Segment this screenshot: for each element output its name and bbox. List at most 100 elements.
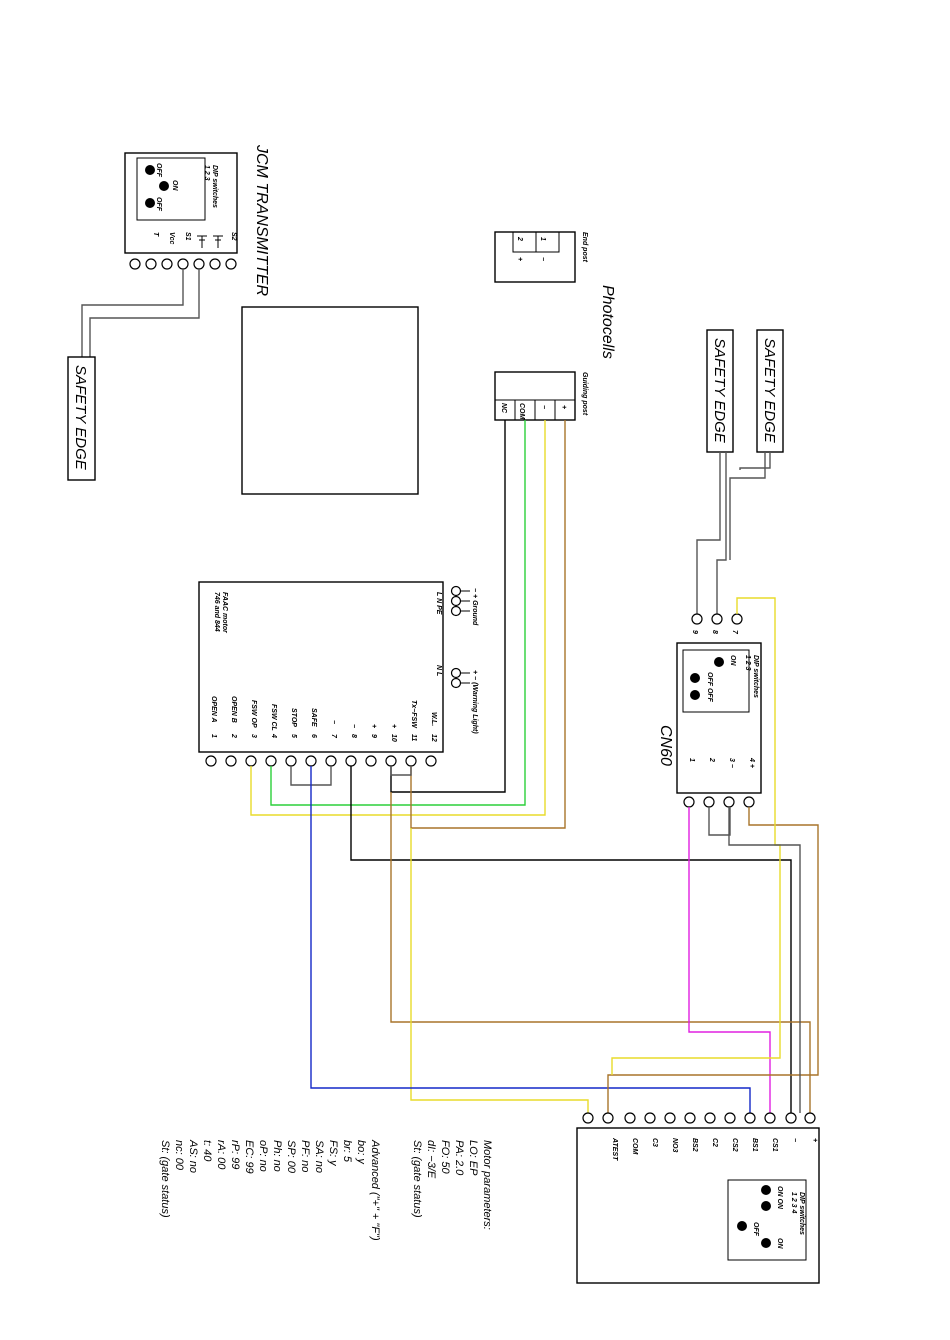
jcm-safety-edge-wire <box>81 269 184 357</box>
svg-text:OPEN B: OPEN B <box>230 696 237 723</box>
param-line: St: (gate status) <box>411 1140 423 1218</box>
svg-text:7: 7 <box>731 630 738 635</box>
jcm-dip-on: ON <box>171 180 178 191</box>
svg-text:5: 5 <box>290 734 297 738</box>
param-line: Ph: no <box>271 1140 283 1172</box>
safety-edge-label: SAFETY EDGE <box>761 338 778 444</box>
jcm-transmitter-title: JCM TRANSMITTER <box>253 144 270 297</box>
motor-parameters: Motor parameters: LO: EP PA: 2.0 FO: 50 … <box>159 1139 493 1241</box>
svg-text:746 and 844: 746 and 844 <box>213 592 220 632</box>
svg-text:ON ON: ON ON <box>776 1186 783 1210</box>
svg-text:NC: NC <box>500 403 507 414</box>
svg-text:6: 6 <box>310 734 317 738</box>
svg-text:C3: C3 <box>651 1138 658 1147</box>
svg-text:CS2: CS2 <box>731 1138 738 1152</box>
ground-symbol-icon <box>197 235 207 248</box>
svg-text:FAAC motor: FAAC motor <box>221 592 228 634</box>
motor-terminals <box>205 755 437 767</box>
svg-text:4: 4 <box>270 733 277 738</box>
controller-board: DIP switches 1 2 3 4 ON ON OFF ON + − CS… <box>576 1112 820 1284</box>
svg-text:1: 1 <box>539 237 546 241</box>
cn60-dip-switch-block <box>682 649 750 713</box>
controller-terminals <box>582 1112 816 1124</box>
svg-text:−: − <box>540 405 547 409</box>
svg-text:SAFE: SAFE <box>310 708 317 727</box>
svg-text:COM: COM <box>518 403 525 420</box>
safety-edge-cn60-wire <box>696 452 721 614</box>
faac-motor-board: FAAC motor 746 and 844 L N PE N L − + Gr… <box>198 581 478 767</box>
svg-text:COM: COM <box>631 1138 638 1155</box>
param-line: bo: y <box>355 1140 367 1165</box>
jcm-dip-knob <box>145 198 155 208</box>
svg-text:8: 8 <box>711 630 718 634</box>
safety-edge-label: SAFETY EDGE <box>711 338 728 444</box>
svg-text:3 −: 3 − <box>728 758 735 768</box>
svg-text:+: + <box>811 1138 818 1142</box>
svg-text:10: 10 <box>390 734 397 742</box>
controller-dip-switch-block <box>727 1179 807 1261</box>
param-line: LO: EP <box>467 1140 479 1176</box>
svg-text:2: 2 <box>516 236 523 241</box>
param-line: rP: 99 <box>229 1140 241 1169</box>
svg-text:ATEST: ATEST <box>611 1137 618 1161</box>
svg-text:2: 2 <box>708 757 715 762</box>
end-post-box <box>494 231 576 283</box>
jcm-dip-numbers: 1 2 3 <box>203 165 210 181</box>
svg-text:1 2 3 4: 1 2 3 4 <box>790 1192 797 1214</box>
wire-motor-txfsw <box>410 828 589 1113</box>
wire-photocell-nc <box>390 420 506 793</box>
cn60-box <box>676 642 762 794</box>
svg-text:7: 7 <box>330 734 337 739</box>
svg-text:+ − (Warning Light): + − (Warning Light) <box>471 670 478 734</box>
jcm-pin-label: Vcc <box>168 232 175 245</box>
safety-edge-right-outer: SAFETY EDGE <box>756 329 784 453</box>
svg-text:N L: N L <box>435 665 442 676</box>
jcm-transmitter-box <box>124 152 238 254</box>
svg-text:+: + <box>560 405 567 409</box>
empty-placeholder-box <box>241 306 419 495</box>
ground-symbol-icon <box>213 235 223 248</box>
wire-cn60-grey <box>728 807 801 1113</box>
svg-text:BS2: BS2 <box>691 1138 698 1152</box>
wire-photocell-plus <box>410 420 566 829</box>
jcm-pin-label: S1 <box>184 232 191 241</box>
photocells-title: Photocells <box>599 285 616 359</box>
svg-text:12: 12 <box>430 734 437 742</box>
jcm-transmitter: DIP switches 1 2 3 OFF ON OFF S2 S1 Vcc … <box>124 144 270 297</box>
safety-edge-left: SAFETY EDGE <box>67 356 96 481</box>
wire-photocell-com <box>270 420 526 806</box>
safety-edge-cn60-wire <box>716 452 727 614</box>
safety-edge-label: SAFETY EDGE <box>72 365 89 471</box>
svg-text:−: − <box>330 720 337 724</box>
svg-text:BS1: BS1 <box>751 1138 758 1152</box>
controller-terminal-labels: + − CS1 BS1 CS2 C2 BS2 NO3 C3 COM ATEST <box>611 1137 818 1161</box>
svg-text:W.L.: W.L. <box>430 712 437 726</box>
param-line: FS: y <box>327 1140 339 1167</box>
svg-text:9: 9 <box>691 630 698 634</box>
svg-text:DIP switches: DIP switches <box>752 655 759 698</box>
svg-text:11: 11 <box>410 734 417 741</box>
param-line: rA: 00 <box>215 1140 227 1170</box>
svg-text:OPEN A: OPEN A <box>210 696 217 723</box>
wire-cn60-brown <box>607 807 819 1113</box>
param-line: t: 40 <box>201 1140 213 1162</box>
param-line: br: 5 <box>341 1140 353 1163</box>
param-line: Advanced ("+" + "F") <box>369 1139 381 1241</box>
param-line: AS: no <box>187 1139 199 1173</box>
wire-cn60-cs1 <box>688 807 771 1113</box>
svg-text:−: − <box>539 257 546 261</box>
svg-text:Tx−FSW: Tx−FSW <box>410 700 417 729</box>
jcm-dip-title: DIP switches <box>211 165 218 208</box>
param-line: EC: 99 <box>243 1140 255 1174</box>
cn60-title: CN60 <box>657 725 674 766</box>
jcm-pin-label: S2 <box>230 232 237 241</box>
param-line: oP: no <box>257 1140 269 1172</box>
guiding-post-label: Guiding post <box>581 372 588 416</box>
svg-text:+: + <box>390 724 397 728</box>
svg-text:CS1: CS1 <box>771 1138 778 1152</box>
jcm-safety-edge-wire <box>89 269 200 357</box>
wire-jumper <box>390 766 412 776</box>
photocells: 1 2 − + End post Photocells + − COM NC G… <box>494 231 616 421</box>
